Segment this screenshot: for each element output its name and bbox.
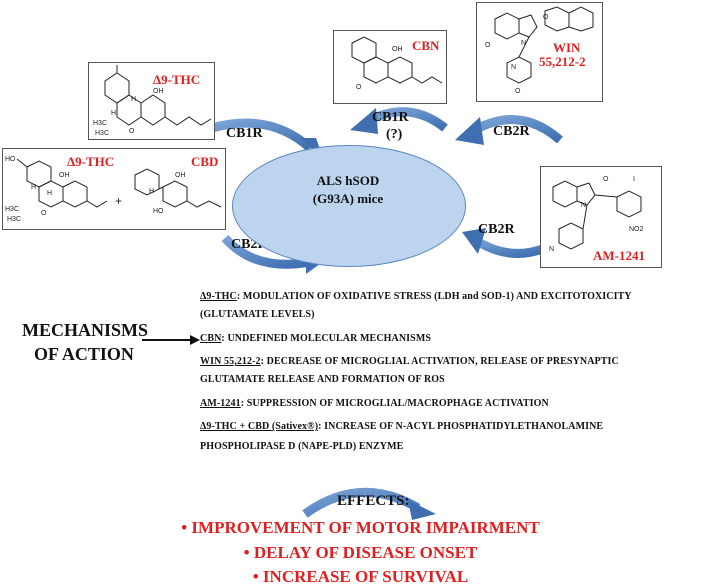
cbn-label: CBN	[412, 38, 440, 53]
am-atom-i: I	[633, 176, 635, 183]
am1241-label: AM-1241	[593, 248, 645, 263]
effect-item: • IMPROVEMENT OF MOTOR IMPAIRMENT	[181, 518, 540, 537]
thc-cbd-structure: OH H H H3C H3C O HO + OH H HO	[5, 156, 222, 223]
thc-left-atom-h3c1: H3C	[5, 206, 19, 213]
am-atom-n1: N	[581, 202, 586, 209]
cbd-atom-ho: HO	[153, 208, 164, 215]
thc-top-atom-oh: OH	[153, 88, 164, 95]
receptor-cb2r-right-bottom: CB2R	[478, 222, 515, 237]
molecule-win: O O N N O WIN 55,212-2	[476, 2, 603, 102]
molecule-thc-top: OH H H H3C H3C O Δ9-THC	[88, 62, 215, 140]
als-mice-label: ALS hSOD (G93A) mice	[232, 172, 464, 208]
thc-left-atom-h2: H	[47, 190, 52, 197]
am-atom-no2: NO2	[629, 226, 644, 233]
am-atom-n2: N	[549, 246, 554, 253]
effect-item: • INCREASE OF SURVIVAL	[252, 567, 469, 586]
thc-left-atom-oh: OH	[59, 172, 70, 179]
arrowhead-cbn	[350, 108, 378, 134]
thc-top-atom-h1: H	[131, 96, 136, 103]
mechanisms-arrowhead	[190, 335, 200, 345]
mechanism-line: (GLUTAMATE LEVELS)	[200, 309, 315, 320]
effects-arrowhead	[408, 500, 436, 520]
effects-arrow	[302, 488, 421, 518]
mechanism-line: PHOSPHOLIPASE D (NAPE-PLD) ENZYME	[200, 441, 404, 452]
thc-left-atom-ho: HO	[5, 156, 16, 163]
thc-top-atom-o: O	[129, 128, 135, 135]
mechanisms-heading-line1: MECHANISMS	[22, 320, 149, 340]
thc-left-atom-o: O	[41, 210, 47, 217]
win-atom-o2: O	[485, 42, 491, 49]
receptor-cb1r-top: CB1R	[372, 110, 409, 125]
arrow-cbn-to-mice	[367, 107, 448, 132]
receptor-cb1r-top-q: (?)	[386, 127, 403, 142]
mechanism-line: CBN: UNDEFINED MOLECULAR MECHANISMS	[200, 333, 432, 344]
arrow-cbd-to-mice	[221, 234, 311, 269]
plus-sign: +	[115, 194, 122, 208]
arrowhead-am	[462, 228, 486, 254]
als-mice-line2: (G93A) mice	[312, 191, 384, 206]
thc-top-atom-h3c2: H3C	[95, 130, 109, 137]
am-atom-o: O	[603, 176, 609, 183]
win-label-line1: WIN	[553, 40, 581, 55]
arrow-am-to-mice	[472, 236, 547, 258]
thc-top-atom-h3c1: H3C	[93, 120, 107, 127]
als-mice-line1: ALS hSOD	[316, 173, 380, 188]
cbd-atom-h: H	[149, 188, 154, 195]
mechanism-line: GLUTAMATE RELEASE AND FORMATION OF ROS	[200, 374, 445, 385]
cbn-structure: OH O	[351, 36, 443, 91]
als-mice-ellipse	[232, 145, 466, 267]
mechanism-line: Δ9-THC + CBD (Sativex®): INCREASE OF N-A…	[200, 421, 604, 432]
mechanisms-heading-line2: OF ACTION	[34, 344, 134, 364]
thc-top-structure: OH H H H3C H3C O	[93, 65, 212, 137]
cbn-atom-oh: OH	[392, 46, 403, 53]
thc-left-label: Δ9-THC	[67, 154, 115, 169]
molecule-am1241: O I N N NO2 AM-1241	[540, 166, 662, 268]
win-atom-o1: O	[543, 14, 549, 21]
arrowhead-win	[455, 117, 484, 145]
effect-item: • DELAY OF DISEASE ONSET	[243, 543, 478, 562]
receptor-cb1r-left: CB1R	[226, 126, 263, 141]
thc-left-atom-h3c2: H3C	[7, 216, 21, 223]
arrow-thc-to-mice	[210, 118, 314, 152]
am1241-structure: O I N N NO2	[549, 176, 644, 253]
mechanism-line: Δ9-THC: MODULATION OF OXIDATIVE STRESS (…	[200, 291, 632, 302]
thc-top-label: Δ9-THC	[153, 72, 201, 87]
arrow-win-to-mice	[472, 115, 563, 144]
mechanism-line: AM-1241: SUPPRESSION OF MICROGLIAL/MACRO…	[200, 398, 549, 409]
molecule-cbn: OH O CBN	[333, 30, 447, 104]
molecule-thc-cbd: OH H H H3C H3C O HO + OH H HO Δ9-THC CBD	[2, 148, 226, 230]
win-label-line2: 55,212-2	[539, 54, 586, 69]
win-structure: O O N N O	[485, 6, 594, 95]
mechanism-line: WIN 55,212-2: DECREASE OF MICROGLIAL ACT…	[200, 356, 619, 367]
effects-title: EFFECTS:	[337, 493, 410, 509]
mechanisms-heading: MECHANISMS OF ACTION	[22, 318, 148, 366]
cbd-label: CBD	[191, 154, 219, 169]
win-atom-n2: N	[511, 64, 516, 71]
receptor-cb2r-right-top: CB2R	[493, 124, 530, 139]
win-atom-o3: O	[515, 88, 521, 95]
win-atom-n1: N	[521, 40, 526, 47]
cbn-atom-o: O	[356, 84, 362, 91]
thc-left-atom-h1: H	[31, 184, 36, 191]
thc-top-atom-h2: H	[111, 110, 116, 117]
cbd-atom-oh: OH	[175, 172, 186, 179]
